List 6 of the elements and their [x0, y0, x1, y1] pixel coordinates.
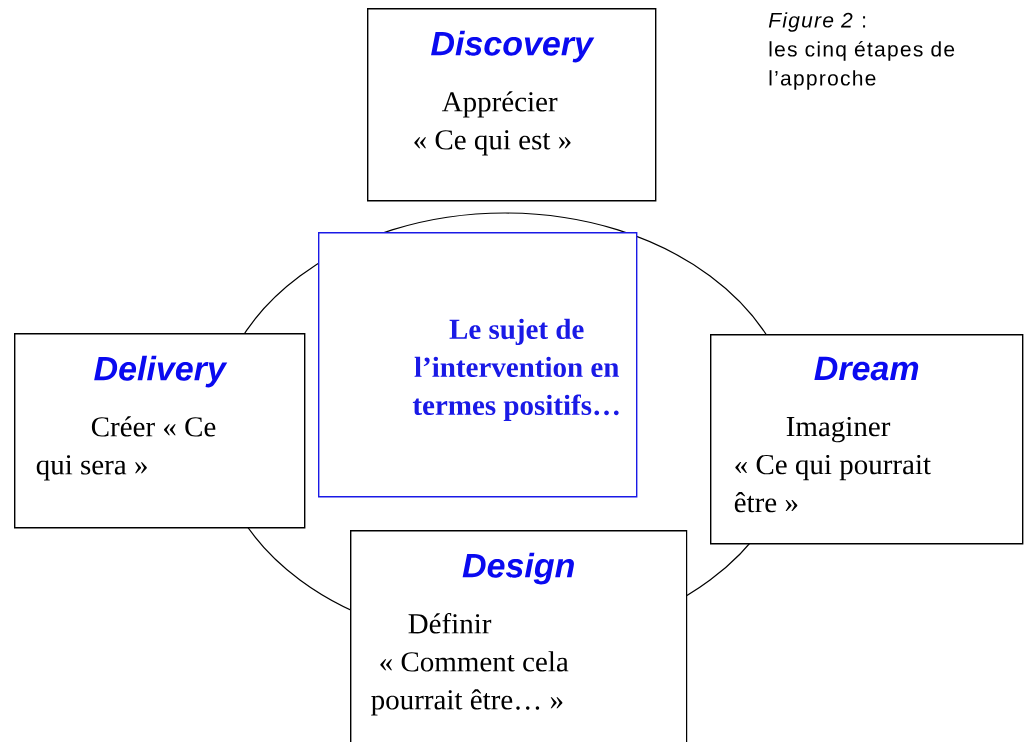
stage-box: Design Définir « Comment cela pourrait être… » [350, 530, 688, 742]
stage-box: Discovery Apprécier « Ce qui est » [367, 8, 657, 202]
topic-box: Le sujet de l’intervention en termes positifs… [318, 232, 638, 498]
stage-box: Dream Imaginer « Ce qui pourrait être » [710, 334, 1024, 545]
figure-caption: Figure 2 : les cinq étapes de l’approche [768, 12, 955, 90]
stage-box: Delivery Créer « Ce qui sera » [14, 333, 306, 529]
